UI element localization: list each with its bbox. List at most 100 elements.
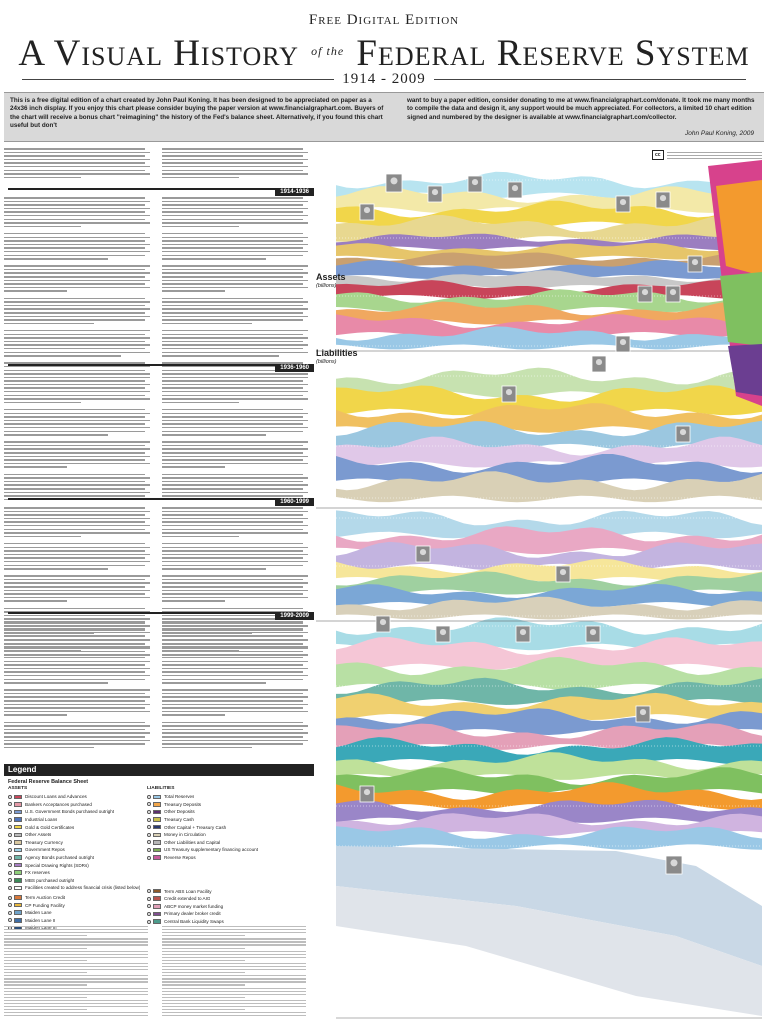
text-line (4, 667, 150, 670)
legend-item: US Treasury supplementary financing acco… (147, 846, 297, 854)
footnote-line (4, 972, 87, 974)
footnotes-right (162, 926, 312, 1018)
footnote-line (4, 950, 148, 952)
area-band (336, 326, 762, 350)
period-text-right (162, 621, 312, 758)
area-band (336, 737, 762, 765)
text-line (4, 173, 150, 175)
footnote-line (162, 962, 306, 965)
legend-marker-icon (147, 832, 151, 837)
text-line (162, 232, 303, 235)
text-line (162, 387, 303, 389)
text-line (4, 373, 145, 375)
text-line (4, 365, 150, 368)
text-line (4, 643, 145, 646)
legend-marker-icon (8, 878, 12, 883)
footnotes (4, 926, 314, 1020)
text-line (4, 696, 150, 698)
text-line (4, 322, 94, 325)
area-band (336, 596, 762, 620)
text-line (4, 229, 150, 231)
portrait-face (363, 789, 371, 796)
legend-label: ABCP money market funding (164, 903, 224, 909)
legend-label: Agency Bonds purchased outright (25, 855, 94, 861)
footnote-line (162, 950, 306, 952)
text-line (162, 326, 303, 328)
legend-item: CP Funding Facility (8, 901, 158, 909)
text-line (4, 405, 150, 407)
legend-swatch (153, 817, 161, 822)
text-line (162, 743, 303, 745)
legend-label: US Treasury supplementary financing acco… (164, 847, 258, 853)
text-line (162, 638, 308, 641)
text-line (4, 470, 150, 472)
text-line (4, 618, 150, 620)
legend-item: Discount Loans and Advances (8, 793, 158, 801)
intro-band: This is a free digital edition of a char… (4, 92, 764, 142)
footnote-line (162, 978, 306, 980)
text-line (4, 279, 150, 282)
text-line (162, 301, 308, 303)
text-line (162, 631, 308, 634)
text-line (4, 550, 145, 552)
legend-label: Maiden Lane (25, 910, 52, 916)
portrait-face (379, 619, 387, 626)
text-line (162, 394, 303, 397)
legend-swatch (14, 832, 22, 838)
text-line (4, 532, 150, 534)
text-line (162, 470, 308, 472)
text-line (162, 689, 308, 691)
legend-item: MBS purchased outright (8, 877, 158, 885)
text-line (162, 736, 303, 738)
period-label: 1999-2009 (275, 612, 314, 620)
period-1914-1936: 1914-1936 (4, 188, 314, 378)
area-band (336, 260, 762, 279)
text-line (162, 622, 303, 624)
legend-swatch (153, 896, 161, 901)
portrait-face (669, 289, 677, 296)
text-line (4, 646, 150, 648)
text-line (162, 383, 308, 386)
legend: Legend Federal Reserve Balance Sheet ASS… (4, 764, 314, 930)
portrait-face (670, 859, 678, 867)
text-line (4, 746, 94, 749)
text-line (4, 739, 150, 742)
text-line (162, 614, 303, 617)
assets-unit-label: (billions) (316, 283, 337, 289)
text-line (4, 200, 150, 203)
text-line (4, 491, 150, 494)
text-line (4, 434, 108, 436)
license-badge[interactable]: cc (652, 148, 762, 162)
text-line (4, 624, 150, 627)
text-line (162, 444, 303, 447)
text-line (4, 254, 145, 256)
text-line (162, 222, 308, 224)
legend-subtitle: Federal Reserve Balance Sheet (8, 779, 89, 785)
text-line (162, 725, 308, 727)
text-line (4, 480, 145, 483)
text-line (4, 674, 150, 677)
text-line (4, 578, 145, 581)
text-line (4, 660, 150, 663)
legend-swatch (14, 840, 22, 845)
footnote-line (162, 1015, 306, 1017)
legend-label: Maiden Lane II (25, 917, 56, 923)
text-line (4, 376, 150, 379)
area-band (336, 541, 762, 571)
text-line (4, 441, 150, 443)
text-line (162, 148, 303, 150)
text-line (162, 664, 303, 666)
period-band: 1914-1936 (8, 188, 314, 196)
area-band (336, 215, 762, 242)
legend-item: FX reserves (8, 869, 158, 877)
text-line (4, 272, 150, 274)
footnote-line (162, 944, 306, 946)
text-line (4, 180, 150, 182)
portrait-face (439, 629, 447, 636)
text-line (162, 225, 239, 228)
text-line (4, 207, 150, 210)
title-part-2: Federal Reserve System (356, 33, 750, 74)
footnote-line (4, 996, 87, 998)
legend-swatch (153, 888, 161, 894)
area-band (336, 403, 762, 433)
